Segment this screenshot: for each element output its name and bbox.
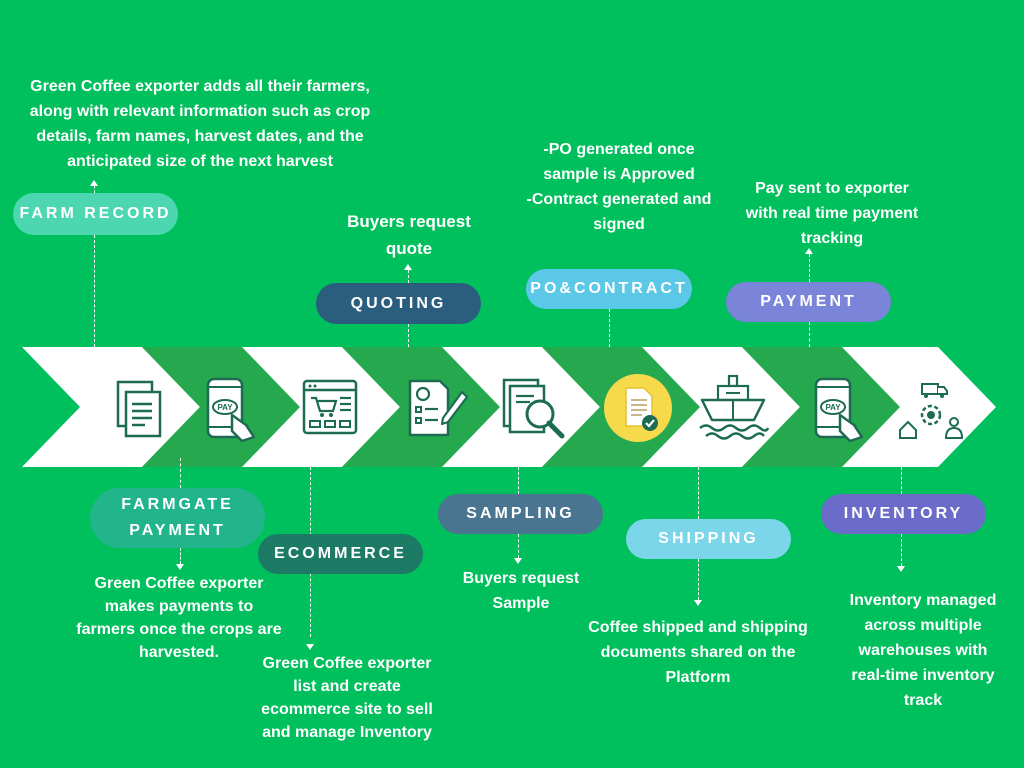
farmgate-payment-connector xyxy=(180,548,181,564)
farmgate-payment-desc-line: farmers once the crops are xyxy=(76,621,282,638)
inventory-arrowhead xyxy=(897,566,905,572)
po-contract-desc-line: sample is Approved xyxy=(543,166,695,183)
sampling-desc-line: Buyers request xyxy=(462,570,580,587)
farm-record-connector xyxy=(94,235,95,347)
inventory-desc-line: across multiple xyxy=(864,617,982,634)
ecommerce-desc-line: and manage Inventory xyxy=(262,724,432,741)
sampling-arrowhead xyxy=(514,558,522,564)
payment-desc-line: tracking xyxy=(800,230,864,247)
quote-document-icon xyxy=(408,379,469,437)
quoting-desc-line: Buyers request xyxy=(347,212,471,231)
quoting-arrowhead xyxy=(404,264,412,270)
farmgate-payment-description: Green Coffee exporter makes payments to … xyxy=(66,572,292,664)
farmgate-payment-desc-line: harvested. xyxy=(138,644,220,661)
ecommerce-browser-icon xyxy=(302,379,358,435)
payment-connector-top xyxy=(809,254,810,282)
farmgate-payment-connector-top xyxy=(180,458,181,488)
sampling-desc-line: Sample xyxy=(492,595,550,612)
contract-approved-icon xyxy=(604,374,672,442)
documents-icon xyxy=(116,380,162,438)
payment-label: PAYMENT xyxy=(726,282,891,322)
inventory-logistics-icon xyxy=(899,383,964,439)
shipping-description: Coffee shipped and shipping documents sh… xyxy=(566,615,830,690)
ecommerce-label: ECOMMERCE xyxy=(258,534,423,574)
shipping-connector xyxy=(698,559,699,600)
ecommerce-description: Green Coffee exporter list and create ec… xyxy=(250,652,444,744)
payment-desc-line: with real time payment xyxy=(745,205,919,222)
sampling-label: SAMPLING xyxy=(438,494,603,534)
payment-desc-line: Pay sent to exporter xyxy=(755,180,909,197)
farm-record-description: Green Coffee exporter adds all their far… xyxy=(0,74,400,174)
inventory-connector-top xyxy=(901,467,902,494)
po-contract-label: PO&CONTRACT xyxy=(526,269,692,309)
shipping-label: SHIPPING xyxy=(626,519,791,559)
farm-record-connector-top xyxy=(94,186,95,193)
sample-search-icon xyxy=(502,378,565,439)
farm-record-label: FARM RECORD xyxy=(13,193,178,235)
shipping-desc-line: documents shared on the xyxy=(600,644,796,661)
farm-record-arrowhead xyxy=(90,180,98,186)
po-contract-desc-line: -PO generated once xyxy=(543,141,695,158)
pay-badge-text: PAY xyxy=(217,403,233,412)
quoting-label: QUOTING xyxy=(316,283,481,324)
inventory-description: Inventory managed across multiple wareho… xyxy=(826,588,1020,713)
ecommerce-arrowhead xyxy=(306,644,314,650)
farmgate-payment-label-line: FARMGATE xyxy=(121,496,234,513)
quoting-connector xyxy=(408,324,409,347)
ecommerce-desc-line: ecommerce site to sell xyxy=(261,701,433,718)
inventory-desc-line: warehouses with xyxy=(858,642,988,659)
quoting-description: Buyers request quote xyxy=(320,208,498,262)
payment-description: Pay sent to exporter with real time paym… xyxy=(722,176,942,251)
po-contract-desc-line: signed xyxy=(593,216,645,233)
farmgate-payment-desc-line: Green Coffee exporter xyxy=(94,575,264,592)
sampling-connector-top xyxy=(518,467,519,494)
payment-arrowhead xyxy=(805,248,813,254)
po-contract-description: -PO generated once sample is Approved -C… xyxy=(500,137,738,237)
po-contract-desc-line: -Contract generated and xyxy=(526,191,712,208)
shipping-desc-line: Platform xyxy=(665,669,731,686)
mobile-pay-icon: PAY xyxy=(814,377,864,443)
inventory-connector xyxy=(901,534,902,566)
shipping-arrowhead xyxy=(694,600,702,606)
mobile-pay-icon: PAY xyxy=(206,377,256,443)
po-contract-connector xyxy=(609,309,610,347)
shipping-desc-line: Coffee shipped and shipping xyxy=(588,619,808,636)
quoting-desc-line: quote xyxy=(385,239,433,258)
inventory-desc-line: real-time inventory xyxy=(851,667,995,684)
farmgate-payment-arrowhead xyxy=(176,564,184,570)
farmgate-payment-label: FARMGATE PAYMENT xyxy=(90,488,265,548)
inventory-label: INVENTORY xyxy=(821,494,986,534)
farm-record-desc-line: details, farm names, harvest dates, and … xyxy=(36,128,364,145)
cargo-ship-icon xyxy=(699,374,770,440)
pay-badge-text: PAY xyxy=(825,403,841,412)
ecommerce-desc-line: Green Coffee exporter xyxy=(262,655,432,672)
farm-record-desc-line: anticipated size of the next harvest xyxy=(67,153,333,170)
farmgate-payment-label-line: PAYMENT xyxy=(129,522,226,539)
payment-connector xyxy=(809,322,810,347)
shipping-connector-top xyxy=(698,467,699,519)
sampling-description: Buyers request Sample xyxy=(440,566,602,616)
quoting-connector-top xyxy=(408,270,409,283)
farm-record-desc-line: Green Coffee exporter adds all their far… xyxy=(30,78,370,95)
sampling-connector xyxy=(518,534,519,558)
farm-record-desc-line: along with relevant information such as … xyxy=(29,103,371,120)
farmgate-payment-desc-line: makes payments to xyxy=(104,598,254,615)
inventory-desc-line: track xyxy=(903,692,943,709)
inventory-desc-line: Inventory managed xyxy=(849,592,997,609)
ecommerce-desc-line: list and create xyxy=(293,678,401,695)
